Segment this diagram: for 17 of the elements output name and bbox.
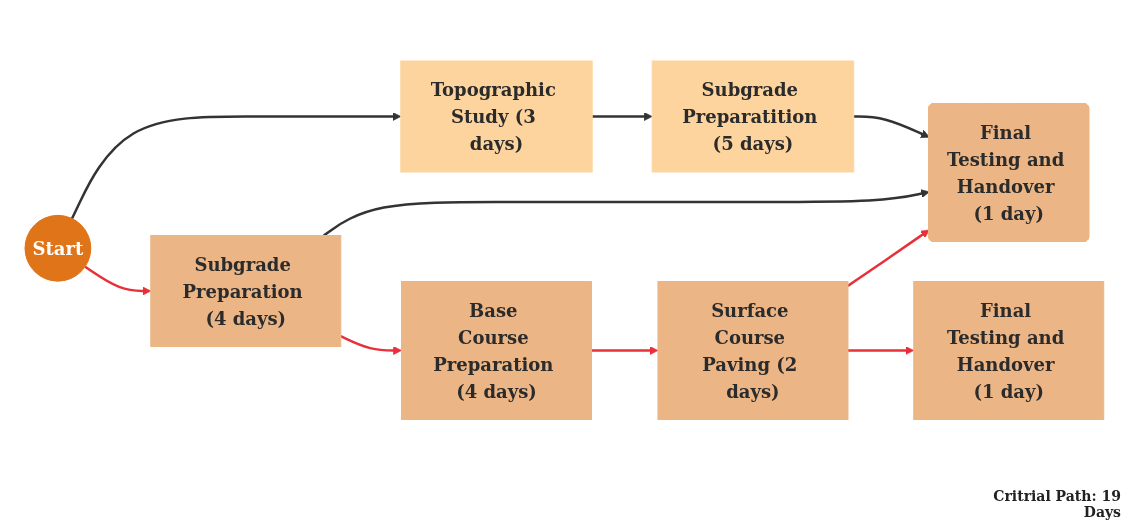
arrow bbox=[853, 115, 930, 138]
node-box: Subgrade Preparation (4 days) bbox=[150, 234, 342, 347]
arrow bbox=[591, 345, 659, 355]
node-circle: Start bbox=[24, 214, 92, 282]
note-text: Critrial Path: 19 Days bbox=[992, 488, 1121, 520]
node-box: Final Testing and Handover (1 day) bbox=[913, 280, 1105, 420]
node-box: Topographic Study (3 days) bbox=[400, 60, 593, 173]
arrow bbox=[592, 111, 653, 121]
arrow bbox=[847, 229, 930, 287]
arrow bbox=[71, 111, 402, 219]
node-box: Base Course Preparation (4 days) bbox=[401, 280, 593, 420]
arrow bbox=[323, 189, 930, 237]
arrow bbox=[848, 345, 915, 355]
arrow bbox=[84, 265, 152, 296]
node-box: Subgrade Preparatition (5 days) bbox=[651, 60, 855, 173]
node-box: Surface Course Paving (2 days) bbox=[657, 280, 849, 420]
arrow bbox=[340, 334, 402, 355]
